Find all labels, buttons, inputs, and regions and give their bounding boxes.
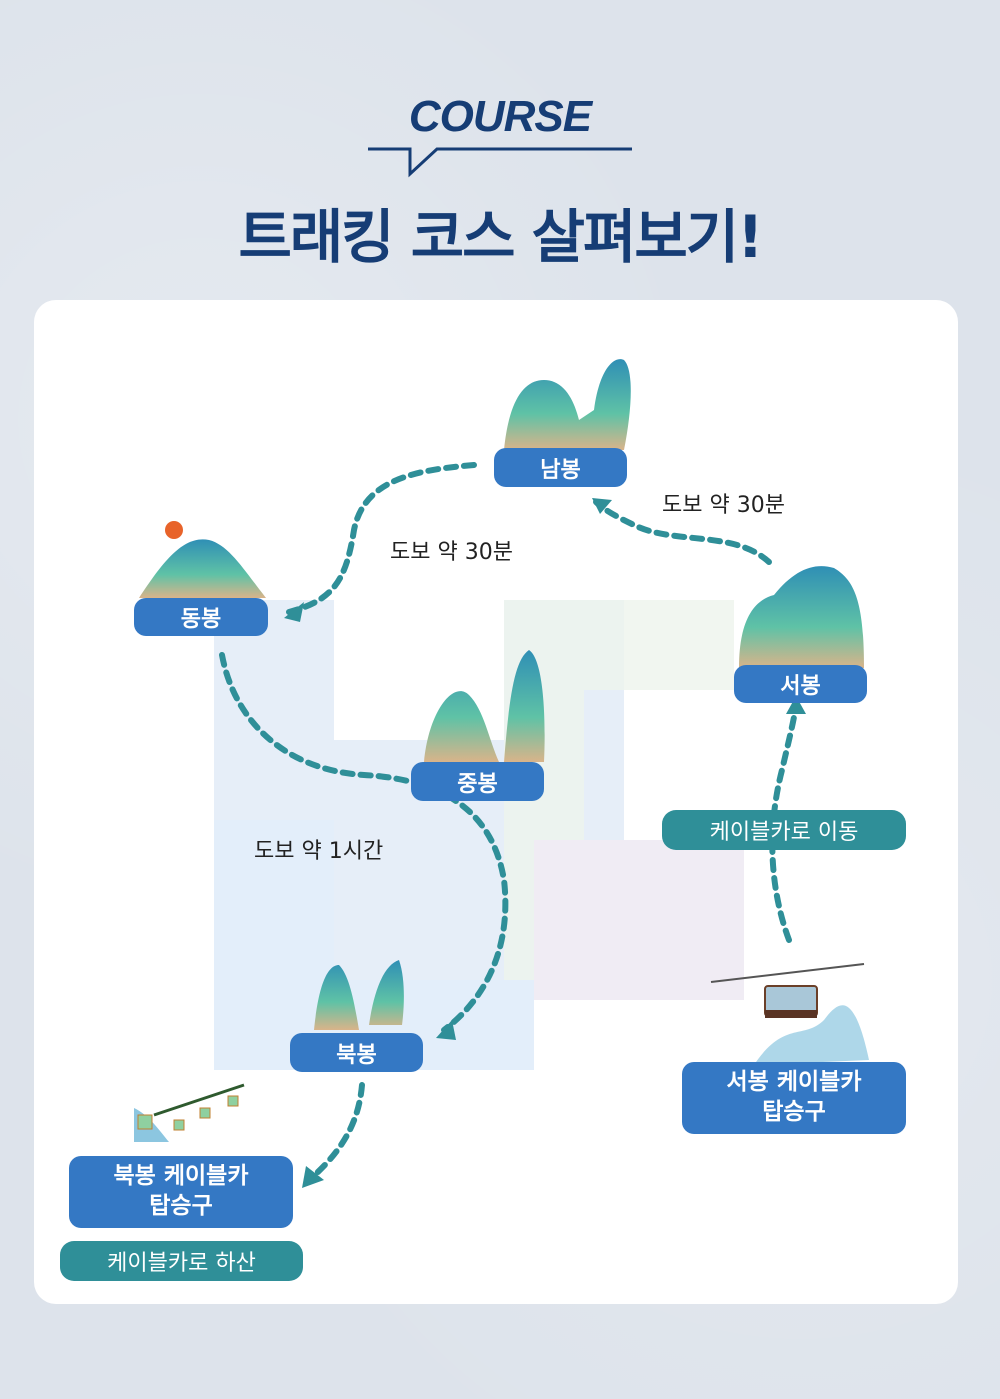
route-south-to-east — [286, 462, 477, 615]
speech-line-icon — [368, 147, 632, 178]
west-cablecar-station[interactable]: 서봉 케이블카 탑승구 — [682, 1062, 906, 1134]
arrow-to-west — [786, 696, 806, 714]
arrow-to-east — [284, 602, 304, 622]
north-cablecar-station[interactable]: 북봉 케이블카 탑승구 — [69, 1156, 293, 1228]
north-cablecar-station-line2: 탑승구 — [149, 1193, 213, 1219]
north-peak-mountain-icon — [314, 960, 404, 1030]
walk-time-west-to-south: 도보 약 30분 — [662, 493, 785, 518]
cablecar-move-label: 케이블카로 이동 — [662, 810, 906, 850]
north-cablecar-icon — [134, 1083, 245, 1142]
route-west-to-south — [593, 499, 772, 565]
arrow-to-north-cable — [302, 1166, 324, 1188]
arrow-to-north — [436, 1020, 456, 1040]
west-cablecar-station-line1: 서봉 케이블카 — [726, 1069, 862, 1096]
route-cable-to-west — [769, 702, 799, 943]
walk-time-east-to-north: 도보 약 1시간 — [254, 839, 384, 864]
peak-label-north[interactable]: 북봉 — [290, 1033, 423, 1072]
east-peak-mountain-icon — [139, 521, 266, 598]
mountain-illustrations — [134, 359, 869, 1142]
west-cablecar-station-line2: 탑승구 — [762, 1099, 826, 1125]
route-north-to-cable — [306, 1082, 365, 1183]
course-map-card: 남봉 동봉 중봉 서봉 북봉 서봉 케이블카 탑승구 북봉 케이블카 탑승구 케… — [34, 300, 958, 1304]
west-peak-mountain-icon — [739, 566, 864, 668]
peak-label-east[interactable]: 동봉 — [134, 598, 268, 636]
peak-label-middle[interactable]: 중봉 — [411, 762, 544, 801]
route-east-to-north — [219, 652, 509, 1033]
course-kicker: COURSE — [408, 92, 592, 141]
page-title: 트래킹 코스 살펴보기! — [238, 203, 763, 271]
cablecar-descend-label: 케이블카로 하산 — [60, 1241, 303, 1281]
arrow-to-south — [592, 498, 612, 514]
route-paths — [219, 462, 806, 1188]
west-cablecar-icon — [710, 963, 869, 1065]
peak-label-west[interactable]: 서봉 — [734, 665, 867, 703]
north-cablecar-station-line1: 북봉 케이블카 — [113, 1163, 249, 1190]
south-peak-mountain-icon — [504, 359, 631, 450]
middle-peak-mountain-icon — [424, 650, 545, 762]
peak-label-south[interactable]: 남봉 — [494, 448, 627, 487]
walk-time-south-to-east: 도보 약 30분 — [390, 540, 513, 565]
